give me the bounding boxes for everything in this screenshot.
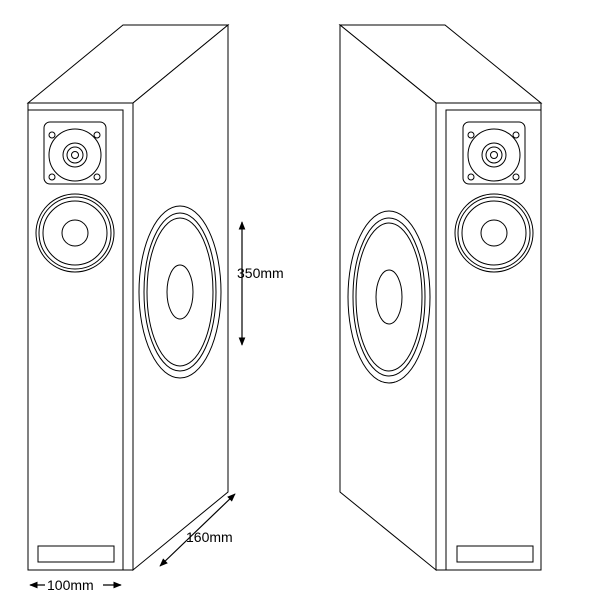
left-woofer <box>138 205 222 379</box>
left-midrange-driver <box>35 193 115 273</box>
width-dimension-label: 100mm <box>47 577 94 593</box>
left-port-slot <box>37 545 115 563</box>
right-midrange-driver <box>454 193 534 273</box>
depth-dimension-arrow <box>159 493 236 567</box>
left-tweeter <box>43 121 107 185</box>
right-woofer <box>347 210 431 384</box>
left-speaker <box>26 23 230 572</box>
right-port-slot <box>456 545 534 563</box>
right-speaker <box>338 23 543 572</box>
height-dimension-label: 350mm <box>237 265 284 281</box>
depth-dimension-label: 160mm <box>186 529 233 545</box>
right-tweeter <box>462 121 526 185</box>
